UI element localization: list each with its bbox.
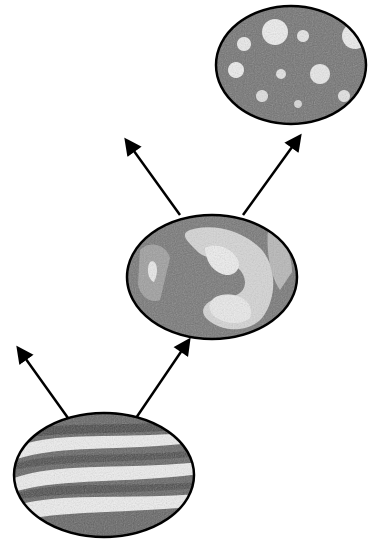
arrow-bottom-to-middle xyxy=(136,340,189,418)
arrow-bottom-up-left xyxy=(18,348,68,418)
arrow-middle-up-left xyxy=(126,140,180,215)
middle-tissue-ellipse xyxy=(125,212,300,342)
top-tissue-ellipse xyxy=(214,4,369,128)
bottom-tissue-ellipse xyxy=(10,410,200,540)
arrow-middle-to-top xyxy=(243,136,300,215)
